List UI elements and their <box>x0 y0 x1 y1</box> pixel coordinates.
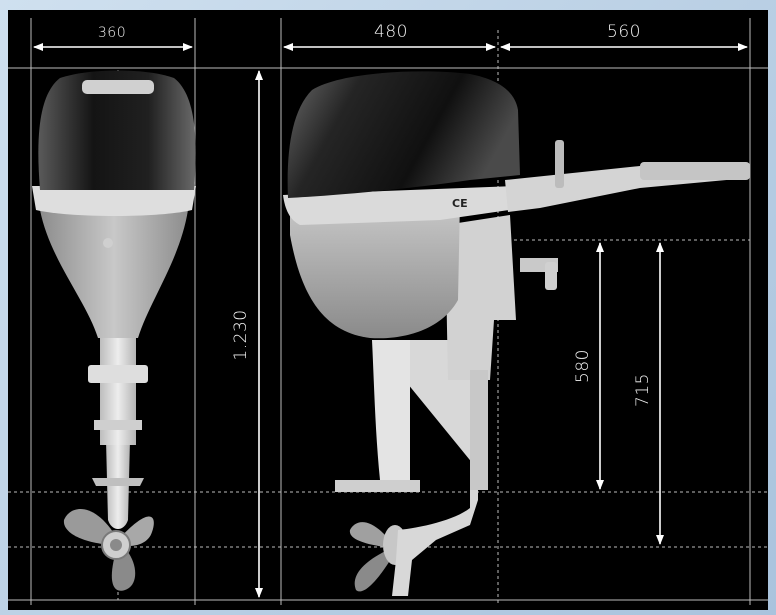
shaft-long-label: 715 <box>633 373 653 407</box>
front-width-label: 360 <box>98 25 126 41</box>
side-view-motor: CE <box>283 71 750 596</box>
dimension-lines <box>33 43 748 598</box>
side-top-width-label: 480 <box>374 22 408 42</box>
shaft-short-label: 580 <box>573 349 593 383</box>
ce-mark: CE <box>452 197 468 210</box>
tiller-length-label: 560 <box>607 22 641 42</box>
front-propeller <box>63 508 154 591</box>
dimension-labels: 360 480 560 1.230 580 715 <box>98 22 653 407</box>
front-view-motor <box>32 70 196 591</box>
total-height-label: 1.230 <box>231 309 251 360</box>
